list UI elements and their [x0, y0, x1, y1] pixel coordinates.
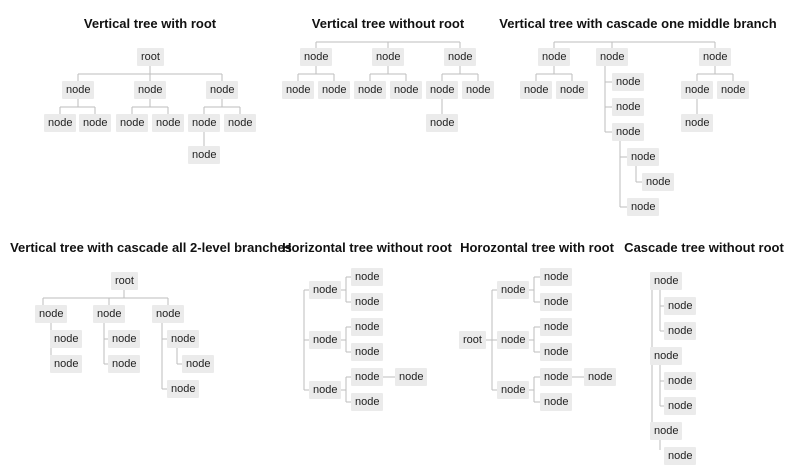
- tree-node: node: [395, 368, 428, 386]
- tree-node: node: [664, 397, 697, 415]
- tree-node: node: [44, 114, 77, 132]
- tree-node: node: [108, 355, 141, 373]
- tree-node: node: [650, 347, 683, 365]
- tree-node: node: [540, 268, 573, 286]
- tree-node: node: [497, 281, 530, 299]
- tree-node: node: [351, 268, 384, 286]
- panel-title-vertical-cascade-middle: Vertical tree with cascade one middle br…: [499, 16, 777, 31]
- tree-node: node: [309, 381, 342, 399]
- tree-node: node: [167, 330, 200, 348]
- tree-node: node: [182, 355, 215, 373]
- tree-node: node: [444, 48, 477, 66]
- tree-node: node: [426, 81, 459, 99]
- tree-node: node: [497, 381, 530, 399]
- panel-title-horizontal-with-root: Horozontal tree with root: [460, 240, 614, 255]
- tree-node: node: [108, 330, 141, 348]
- tree-node: node: [540, 318, 573, 336]
- tree-node: node: [556, 81, 589, 99]
- tree-node: node: [206, 81, 239, 99]
- tree-node: node: [351, 343, 384, 361]
- tree-node: node: [309, 331, 342, 349]
- tree-node: node: [540, 343, 573, 361]
- tree-node: node: [612, 123, 645, 141]
- tree-node: node: [62, 81, 95, 99]
- tree-node: node: [372, 48, 405, 66]
- tree-node: node: [50, 330, 83, 348]
- tree-node: node: [497, 331, 530, 349]
- tree-node: node: [351, 393, 384, 411]
- tree-node: node: [650, 422, 683, 440]
- tree-node: node: [167, 380, 200, 398]
- panel-title-vertical-without-root: Vertical tree without root: [311, 16, 465, 31]
- tree-node: node: [584, 368, 617, 386]
- tree-node: node: [612, 98, 645, 116]
- tree-node: node: [612, 73, 645, 91]
- tree-node: node: [35, 305, 68, 323]
- tree-node: node: [538, 48, 571, 66]
- tree-node: node: [354, 81, 387, 99]
- tree-node: node: [351, 318, 384, 336]
- tree-node: node: [664, 322, 697, 340]
- tree-node: node: [300, 48, 333, 66]
- panel-title-cascade-without-root: Cascade tree without root: [624, 240, 784, 255]
- tree-node: node: [390, 81, 423, 99]
- tree-node: node: [318, 81, 351, 99]
- tree-node: node: [134, 81, 167, 99]
- tree-node: node: [650, 272, 683, 290]
- tree-node: node: [681, 114, 714, 132]
- root-node: root: [459, 331, 486, 349]
- tree-layouts-diagram: Vertical tree with root Vertical tree wi…: [10, 16, 784, 465]
- tree-node: node: [540, 293, 573, 311]
- tree-node: node: [282, 81, 315, 99]
- tree-node: node: [116, 114, 149, 132]
- tree-node: node: [520, 81, 553, 99]
- tree-node: node: [152, 114, 185, 132]
- tree-node: node: [79, 114, 112, 132]
- tree-node: node: [699, 48, 732, 66]
- tree-node: node: [540, 393, 573, 411]
- tree-node: node: [351, 293, 384, 311]
- tree-node: node: [351, 368, 384, 386]
- tree-node: node: [188, 146, 221, 164]
- panel-title-horizontal-without-root: Horizontal tree without root: [282, 240, 452, 255]
- tree-node: node: [627, 198, 660, 216]
- tree-node: node: [717, 81, 750, 99]
- tree-node: node: [309, 281, 342, 299]
- panel-title-vertical-cascade-all: Vertical tree with cascade all 2-level b…: [10, 240, 292, 255]
- tree-node: node: [93, 305, 126, 323]
- root-node: root: [111, 272, 138, 290]
- tree-node: node: [188, 114, 221, 132]
- panel-title-vertical-with-root: Vertical tree with root: [83, 16, 217, 31]
- tree-node: node: [540, 368, 573, 386]
- root-node: root: [137, 48, 164, 66]
- tree-node: node: [642, 173, 675, 191]
- tree-node: node: [426, 114, 459, 132]
- tree-node: node: [627, 148, 660, 166]
- tree-node: node: [596, 48, 629, 66]
- tree-node: node: [664, 372, 697, 390]
- tree-node: node: [224, 114, 257, 132]
- tree-node: node: [152, 305, 185, 323]
- tree-node: node: [664, 297, 697, 315]
- tree-node: node: [681, 81, 714, 99]
- tree-node: node: [462, 81, 495, 99]
- tree-node: node: [50, 355, 83, 373]
